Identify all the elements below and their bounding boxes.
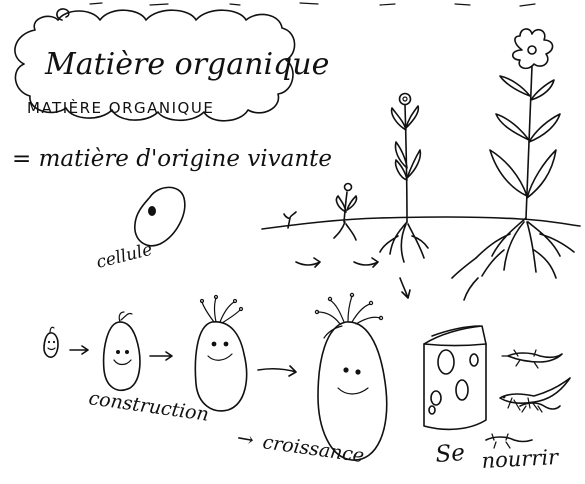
cell-label: cellule — [94, 240, 154, 273]
medium-plant — [380, 94, 428, 299]
stage-seed — [44, 327, 58, 357]
small-creature — [520, 403, 560, 412]
cell-drawing — [135, 187, 185, 245]
stage-large — [315, 293, 386, 460]
stage-small — [104, 312, 140, 390]
label-se: Se — [435, 440, 466, 468]
label-arrow: → — [235, 425, 256, 452]
label-construction: construction — [87, 387, 210, 426]
ground-line — [262, 217, 580, 229]
lizard-middle — [500, 378, 570, 410]
title-caps: MATIÈRE ORGANIQUE — [27, 98, 214, 117]
definition-text: = matière d'origine vivante — [12, 146, 332, 172]
growth-arrows — [296, 258, 378, 267]
scan-edge-marks — [90, 3, 535, 6]
arrow-1 — [70, 346, 88, 354]
arrow-2 — [150, 352, 172, 360]
label-croissance: croissance — [261, 431, 365, 467]
arrow-3 — [258, 366, 296, 376]
stage-medium — [195, 296, 246, 411]
title-script: Matière organique — [44, 47, 329, 82]
cell-nucleus — [148, 206, 156, 216]
small-seedling — [334, 184, 357, 241]
lizard-top — [502, 350, 562, 368]
cheese-drawing — [424, 326, 486, 429]
label-nourrir: nourrir — [481, 445, 561, 473]
big-flower-plant — [452, 29, 574, 300]
